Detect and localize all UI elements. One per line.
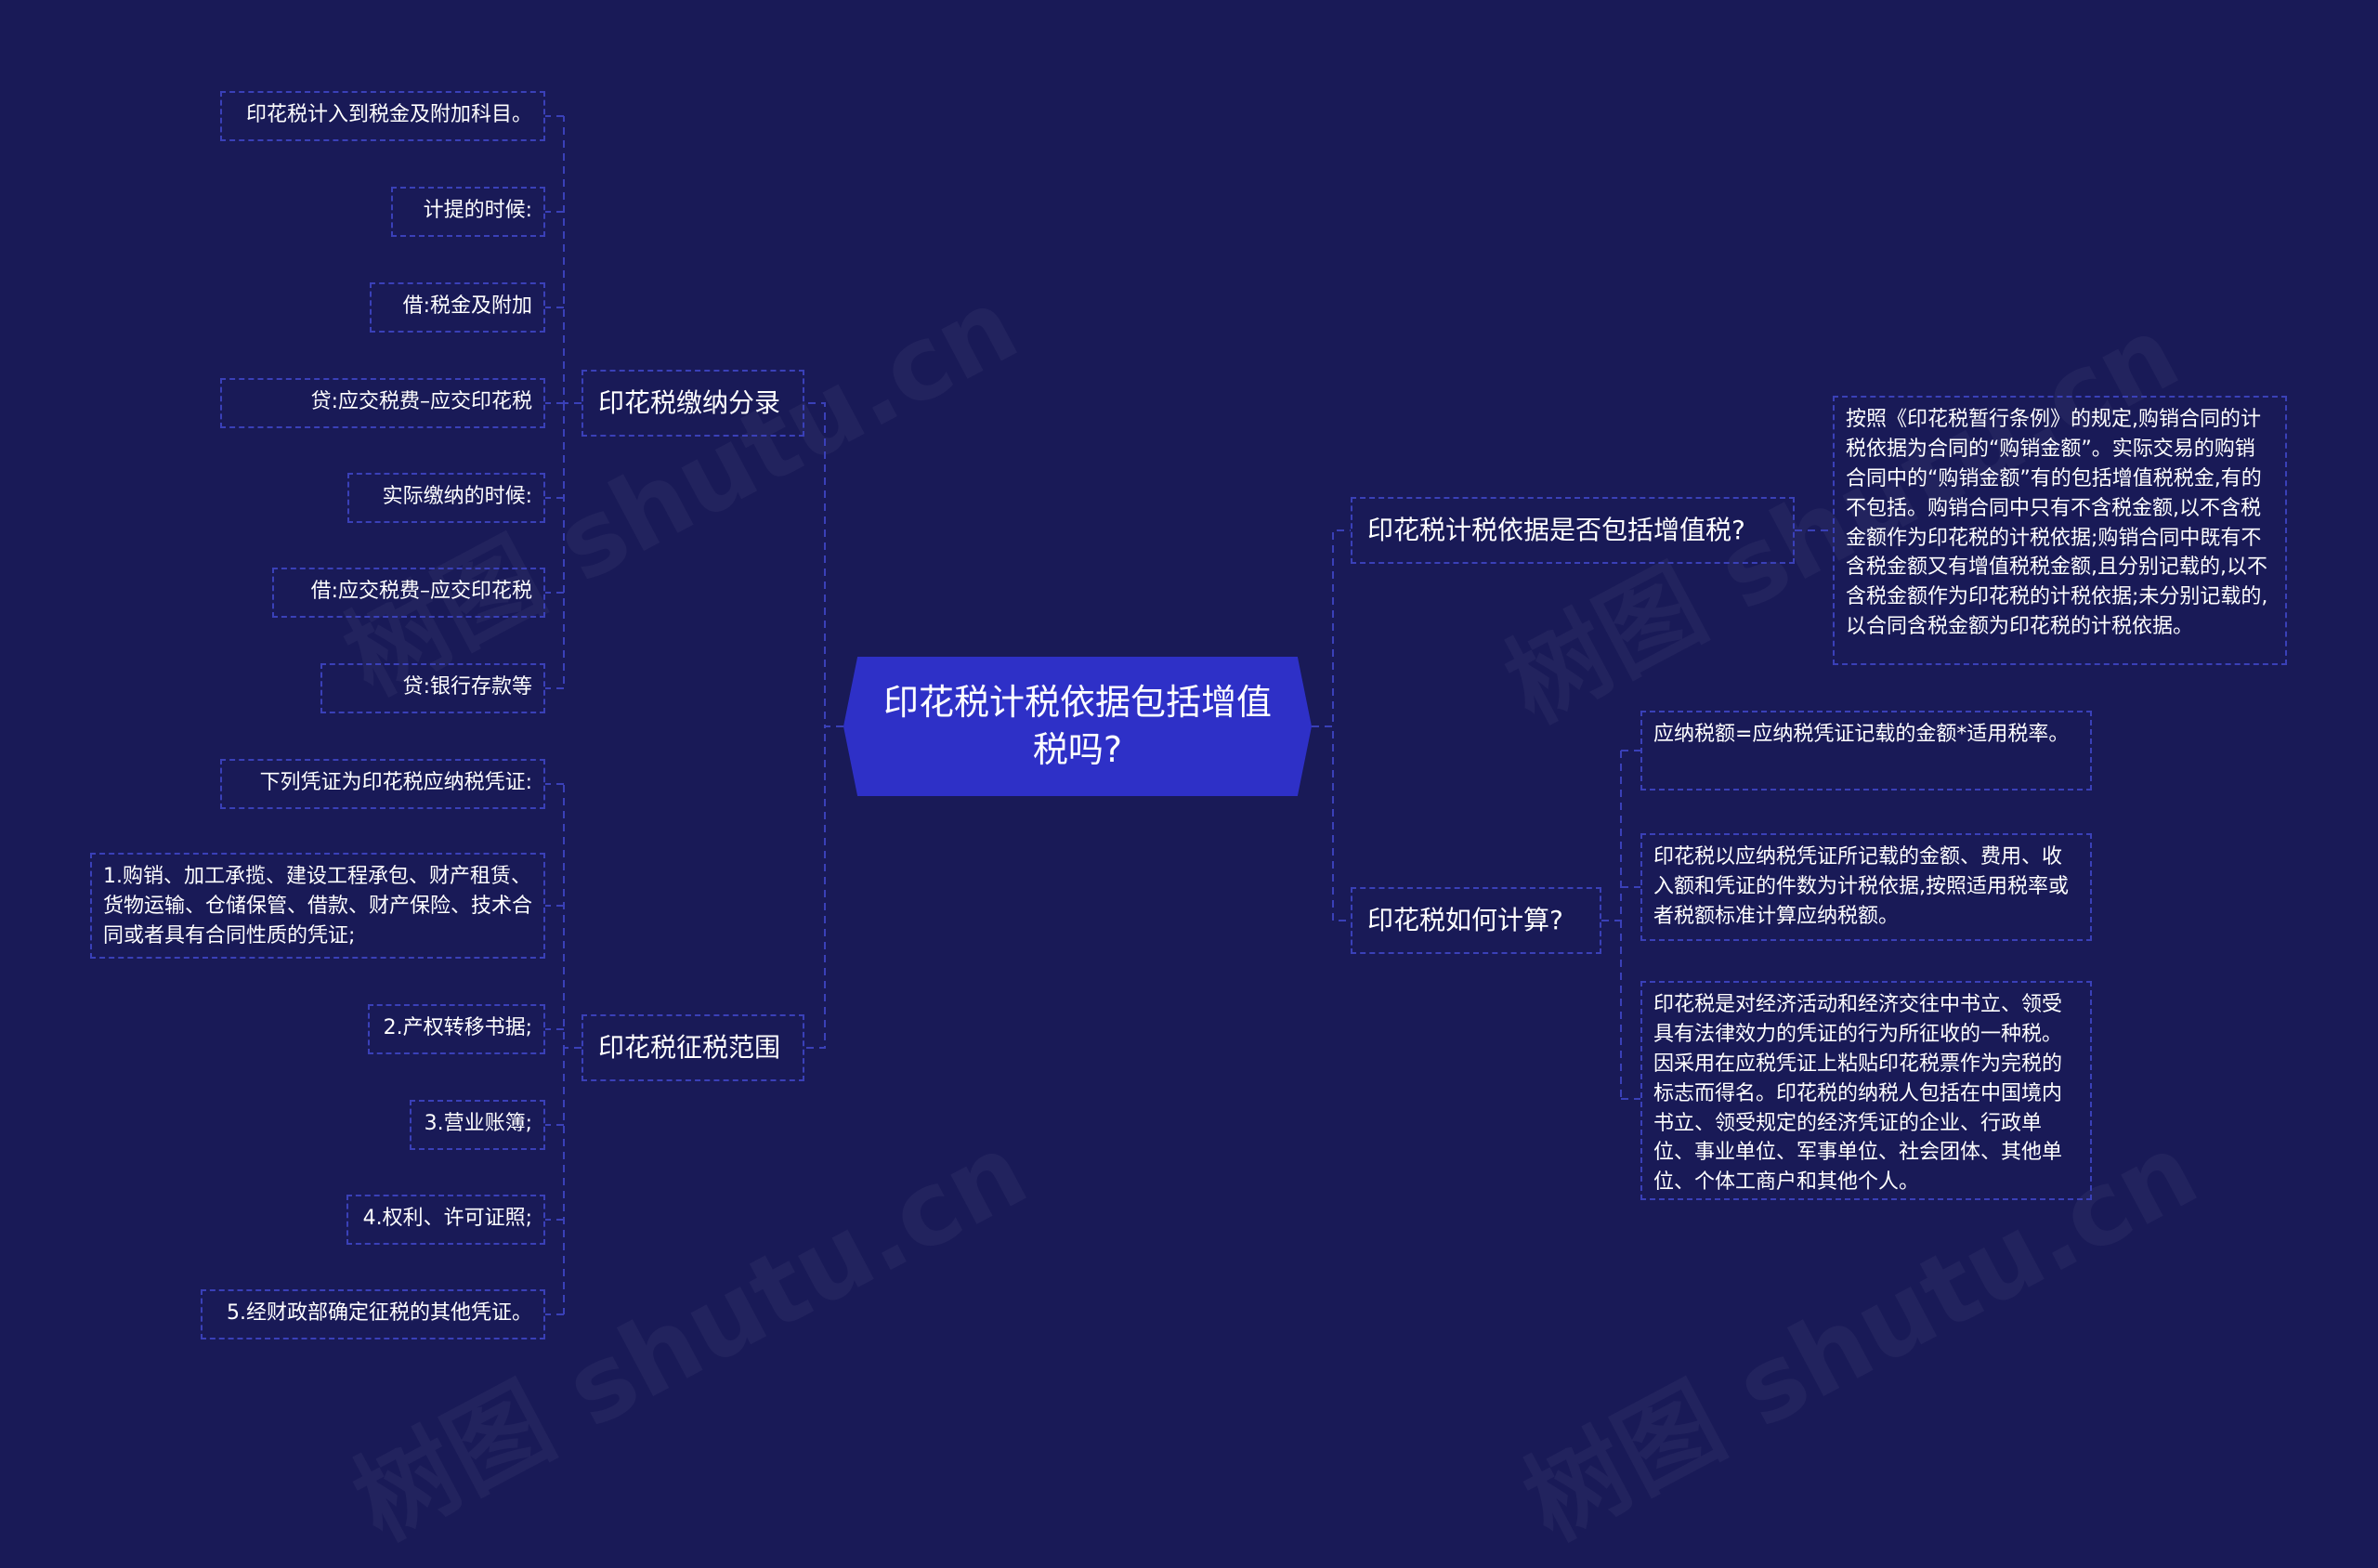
leaf-calc-3[interactable]: 印花税是对经济活动和经济交往中书立、领受具有法律效力的凭证的行为所征收的一种税。… xyxy=(1640,981,2092,1200)
connector-calc-trunk xyxy=(1601,751,1622,1099)
leaf-scope-1[interactable]: 下列凭证为印花税应纳税凭证: xyxy=(220,759,545,809)
leaf-scope-2[interactable]: 1.购销、加工承揽、建设工程承包、财产租赁、货物运输、仓储保管、借款、财产保险、… xyxy=(90,853,545,959)
leaf-entries-3[interactable]: 借:税金及附加 xyxy=(370,282,545,333)
leaf-entries-6[interactable]: 借:应交税费–应交印花税 xyxy=(272,568,545,618)
leaf-calc-2[interactable]: 印花税以应纳税凭证所记载的金额、费用、收入额和凭证的件数为计税依据,按照适用税率… xyxy=(1640,833,2092,941)
leaf-scope-6[interactable]: 5.经财政部确定征税的其他凭证。 xyxy=(201,1289,545,1339)
leaf-scope-5[interactable]: 4.权利、许可证照; xyxy=(346,1195,545,1245)
leaf-scope-4[interactable]: 3.营业账簿; xyxy=(410,1100,545,1150)
leaf-entries-1[interactable]: 印花税计入到税金及附加科目。 xyxy=(220,91,545,141)
leaf-scope-3[interactable]: 2.产权转移书据; xyxy=(368,1004,545,1054)
branch-basis[interactable]: 印花税计税依据是否包括增值税? xyxy=(1351,497,1795,564)
branch-scope[interactable]: 印花税征税范围 xyxy=(581,1014,804,1081)
leaf-entries-7[interactable]: 贷:银行存款等 xyxy=(320,663,545,713)
leaf-entries-4[interactable]: 贷:应交税费–应交印花税 xyxy=(220,378,545,428)
connector-root-calc xyxy=(1312,725,1351,921)
connector-calc-leaves xyxy=(1621,750,1640,1100)
connector-scope-leaves xyxy=(545,783,564,1315)
connector-entries-leaves xyxy=(545,115,564,689)
leaf-entries-2[interactable]: 计提的时候: xyxy=(391,187,545,237)
connector-root-entries xyxy=(804,402,843,727)
leaf-calc-1[interactable]: 应纳税额=应纳税凭证记载的金额*适用税率。 xyxy=(1640,711,2092,791)
leaf-basis-1[interactable]: 按照《印花税暂行条例》的规定,购销合同的计税依据为合同的“购销金额”。实际交易的… xyxy=(1833,396,2287,665)
connector-entries-trunk xyxy=(563,116,581,688)
root-topic[interactable]: 印花税计税依据包括增值税吗? xyxy=(843,657,1312,796)
connector-root-basis xyxy=(1312,529,1351,727)
connector-scope-trunk xyxy=(563,784,581,1314)
branch-calc[interactable]: 印花税如何计算? xyxy=(1351,887,1601,954)
connector-root-scope xyxy=(804,725,843,1049)
connector-lines xyxy=(545,115,1833,1315)
branch-entries[interactable]: 印花税缴纳分录 xyxy=(581,370,804,437)
leaf-entries-5[interactable]: 实际缴纳的时候: xyxy=(347,473,545,523)
